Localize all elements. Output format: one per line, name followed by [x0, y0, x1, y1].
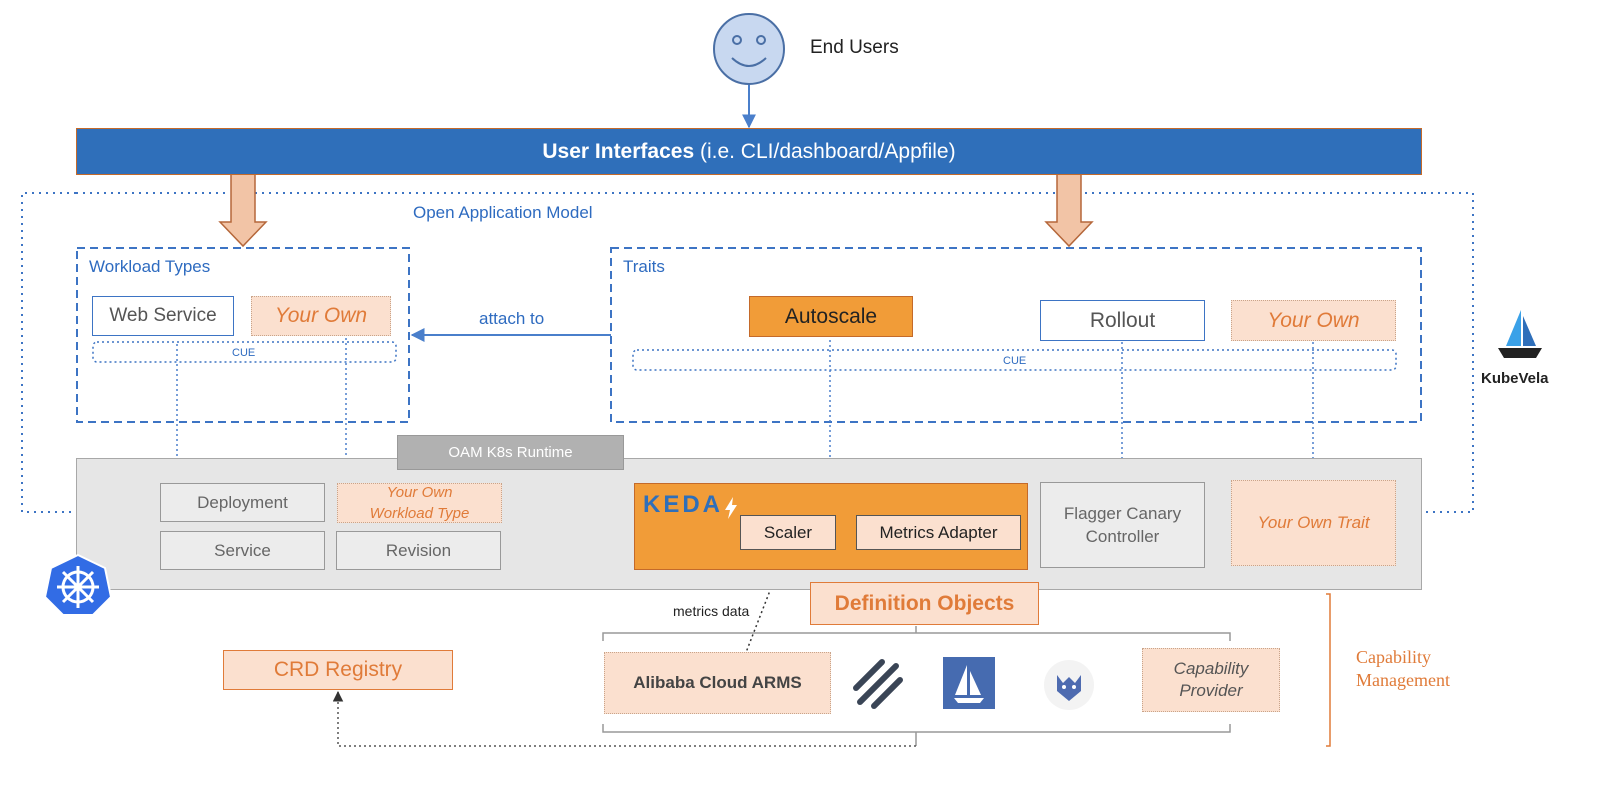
- capability-provider-line1: Capability: [1173, 659, 1249, 678]
- crd-registry-label: CRD Registry: [273, 658, 403, 681]
- crd-registry-box[interactable]: CRD Registry: [223, 650, 453, 690]
- revision-box[interactable]: Revision: [336, 531, 501, 570]
- capability-management-line1: Capability: [1356, 647, 1431, 667]
- service-box[interactable]: Service: [160, 531, 325, 570]
- your-own-workload-box[interactable]: Your Own: [251, 296, 391, 336]
- autoscale-trait-box[interactable]: Autoscale: [749, 296, 913, 337]
- workload-cue-label: CUE: [232, 347, 256, 359]
- capability-management-label: Capability Management: [1356, 646, 1450, 692]
- your-own-workload-type-box[interactable]: Your Own Workload Type: [337, 483, 502, 523]
- capability-provider-box[interactable]: Capability Provider: [1142, 648, 1280, 712]
- revision-label: Revision: [385, 540, 452, 560]
- istio-logo-icon: [943, 657, 995, 709]
- your-own-trait-def-label: Your Own: [1267, 308, 1360, 332]
- user-interfaces-title: User Interfaces: [542, 139, 695, 163]
- kubevela-logo-icon: [1494, 308, 1546, 360]
- user-interfaces-subtitle: (i.e. CLI/dashboard/Appfile): [694, 139, 956, 163]
- scaler-label: Scaler: [763, 522, 813, 542]
- web-service-box[interactable]: Web Service: [92, 296, 234, 336]
- definition-objects-bracket: [602, 626, 1231, 641]
- flux-logo-icon: [852, 658, 904, 710]
- definition-objects-label: Definition Objects: [834, 591, 1015, 615]
- your-own-workload-type-line1: Your Own: [386, 484, 453, 501]
- kubernetes-logo-icon: [43, 553, 113, 617]
- your-own-trait-label: Your Own Trait: [1257, 513, 1370, 532]
- attach-to-label: attach to: [479, 309, 545, 328]
- lightning-icon: [725, 497, 738, 519]
- workload-types-title: Workload Types: [89, 257, 211, 276]
- traits-cue-label: CUE: [1003, 355, 1027, 367]
- flagger-line1: Flagger Canary: [1063, 504, 1182, 523]
- end-user-avatar-icon: [712, 12, 786, 86]
- your-own-trait-box[interactable]: Your Own Trait: [1231, 480, 1396, 566]
- flagger-line2: Controller: [1085, 527, 1160, 546]
- capability-management-line2: Management: [1356, 670, 1450, 690]
- alibaba-arms-box[interactable]: Alibaba Cloud ARMS: [604, 652, 831, 714]
- definition-objects-box[interactable]: Definition Objects: [810, 582, 1039, 625]
- autoscale-label: Autoscale: [784, 304, 878, 328]
- linkerd-logo-icon: [1041, 657, 1097, 713]
- rollout-label: Rollout: [1089, 308, 1156, 332]
- end-users-label: End Users: [810, 37, 899, 58]
- web-service-label: Web Service: [109, 305, 217, 326]
- deployment-box[interactable]: Deployment: [160, 483, 325, 522]
- capability-provider-line2: Provider: [1179, 681, 1243, 700]
- service-label: Service: [214, 540, 271, 560]
- keda-logo-text: KEDA: [643, 491, 724, 518]
- oam-runtime-tab-label: OAM K8s Runtime: [448, 444, 573, 461]
- flagger-controller-box[interactable]: Flagger Canary Controller: [1040, 482, 1205, 568]
- providers-bottom-bracket: [602, 724, 1231, 746]
- your-own-trait-def-box[interactable]: Your Own: [1231, 300, 1396, 341]
- oam-label: Open Application Model: [413, 203, 593, 222]
- traits-title: Traits: [623, 257, 665, 276]
- kubevela-label: KubeVela: [1481, 370, 1549, 387]
- rollout-trait-box[interactable]: Rollout: [1040, 300, 1205, 341]
- your-own-workload-label: Your Own: [274, 304, 368, 327]
- oam-runtime-tab: OAM K8s Runtime: [397, 435, 624, 470]
- metrics-data-label: metrics data: [673, 603, 750, 619]
- your-own-workload-type-line2: Workload Type: [369, 505, 470, 522]
- deployment-label: Deployment: [197, 492, 288, 512]
- alibaba-arms-label: Alibaba Cloud ARMS: [633, 673, 802, 692]
- metrics-adapter-box[interactable]: Metrics Adapter: [856, 515, 1021, 550]
- metrics-adapter-label: Metrics Adapter: [879, 522, 998, 542]
- keda-logo: KEDA: [643, 490, 738, 520]
- capability-bracket: [1326, 593, 1331, 747]
- user-interfaces-bar: User Interfaces (i.e. CLI/dashboard/Appf…: [76, 128, 1422, 175]
- scaler-box[interactable]: Scaler: [740, 515, 836, 550]
